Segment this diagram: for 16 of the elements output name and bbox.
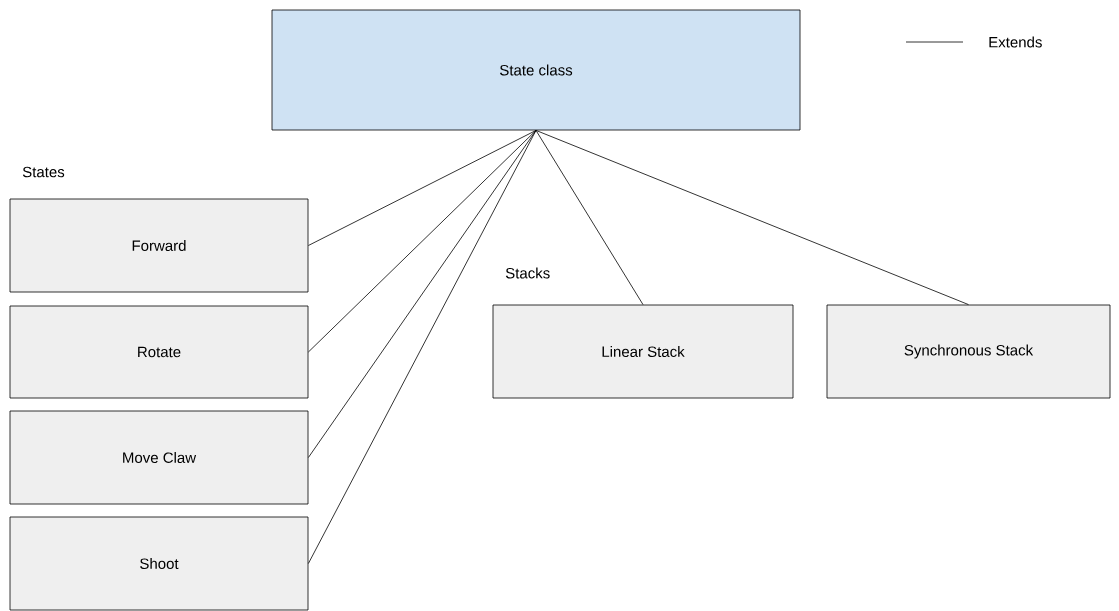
legend-text: Extends xyxy=(989,36,1042,48)
class-box: Forward xyxy=(9,198,309,293)
connector-line xyxy=(308,130,537,353)
connector-line xyxy=(308,130,537,564)
class-box: Shoot xyxy=(9,516,309,611)
connector-line xyxy=(535,130,644,305)
group-label: Stacks xyxy=(505,267,550,279)
class-box: Move Claw xyxy=(9,410,309,505)
class-box: Synchronous Stack xyxy=(826,304,1111,399)
class-box: Linear Stack xyxy=(492,304,794,399)
connector-line xyxy=(308,130,537,458)
class-box: State class xyxy=(271,9,801,131)
class-box: Rotate xyxy=(9,305,309,399)
group-label: States xyxy=(22,166,65,178)
connector-line xyxy=(535,130,969,305)
connector-line xyxy=(308,130,537,246)
